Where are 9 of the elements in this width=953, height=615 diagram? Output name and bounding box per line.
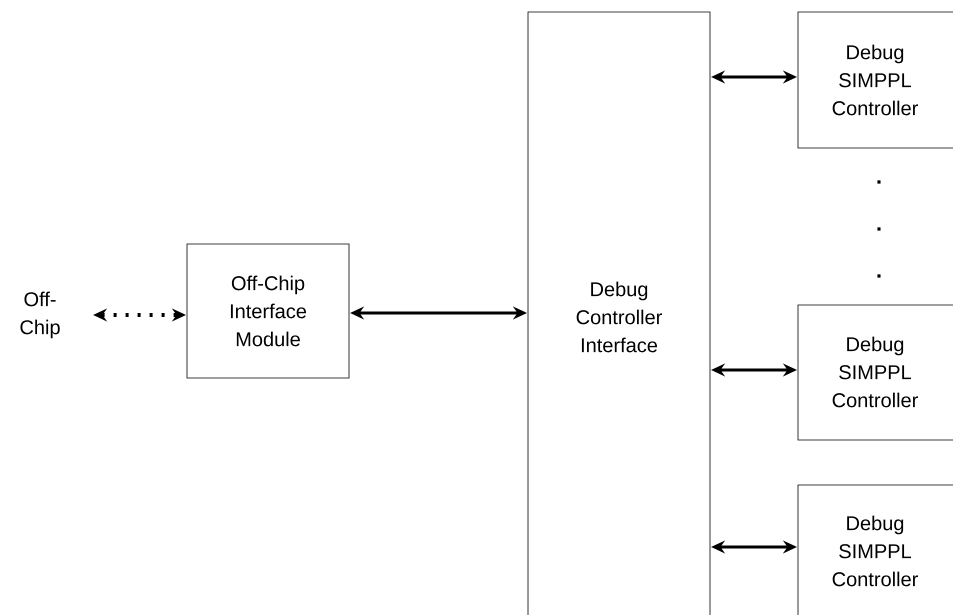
process-box: Off-Chip Interface Module xyxy=(186,244,350,378)
process-box: Debug SIMPPL Controller xyxy=(798,484,953,615)
ellipsis-dot: . xyxy=(877,227,881,231)
terminal-label: Off-Chip xyxy=(20,292,60,338)
ellipsis-dot: . xyxy=(877,180,881,184)
process-box: Debug SIMPPL Controller xyxy=(798,12,953,148)
process-box: Debug Controller Interface xyxy=(528,12,710,615)
ellipsis-dot: . xyxy=(877,274,881,278)
process-box: Debug SIMPPL Controller xyxy=(798,304,953,440)
